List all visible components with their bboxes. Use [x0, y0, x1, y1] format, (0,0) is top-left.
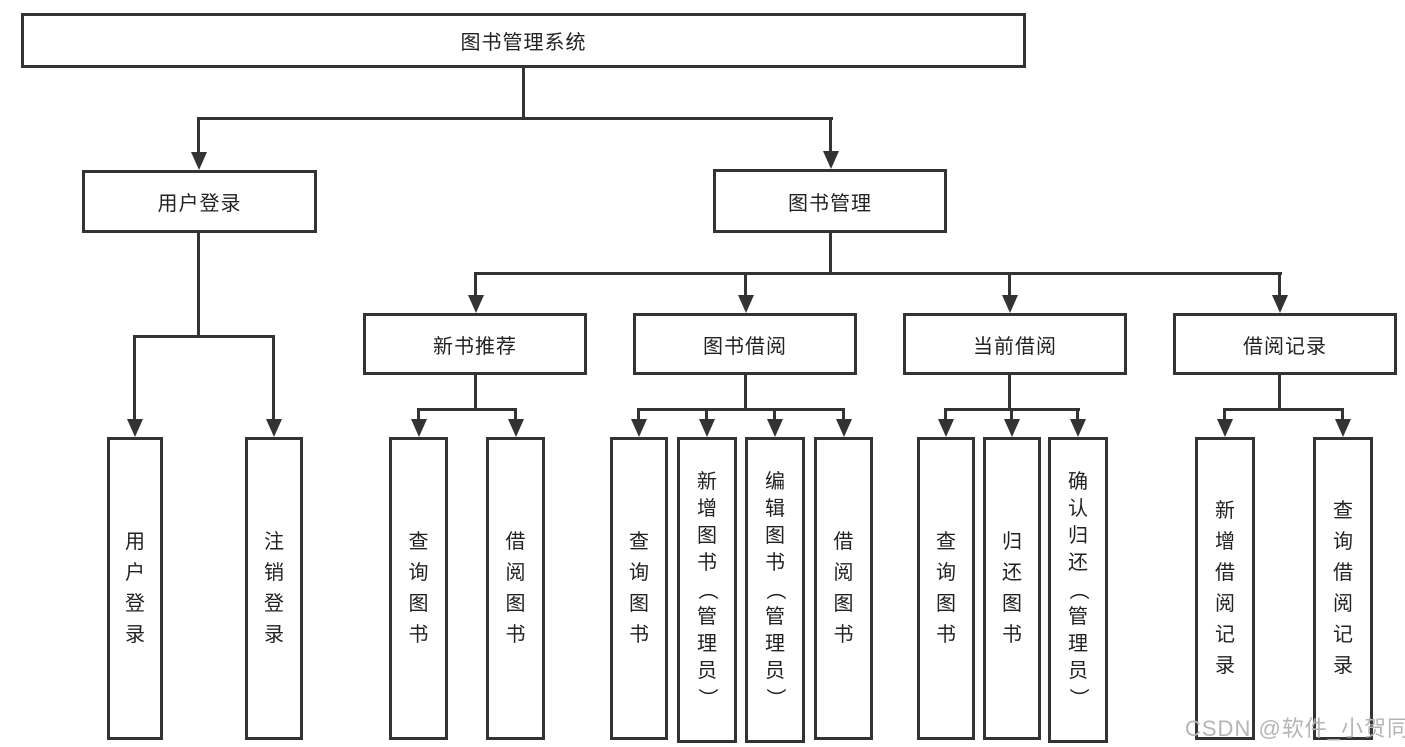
connector-line: [514, 408, 517, 420]
arrow-down-icon: [1004, 419, 1020, 437]
arrow-down-icon: [938, 419, 954, 437]
connector-line: [197, 117, 833, 120]
arrow-down-icon: [127, 419, 143, 437]
connector-line: [197, 233, 200, 335]
arrow-down-icon: [1335, 419, 1351, 437]
connector-line: [744, 272, 747, 296]
connector-line: [1278, 272, 1281, 296]
connector-line: [1223, 408, 1226, 420]
connector-line: [522, 68, 525, 117]
connector-line: [829, 233, 832, 272]
connector-line: [417, 408, 517, 411]
arrow-down-icon: [699, 419, 715, 437]
node-query-borrow-record: 查询借阅记录: [1313, 437, 1373, 740]
node-confirm-return-admin: 确认归还（管理员）: [1048, 437, 1108, 743]
node-logout-action: 注销登录: [245, 437, 303, 740]
connector-line: [944, 408, 947, 420]
arrow-down-icon: [508, 419, 524, 437]
connector-line: [637, 408, 640, 420]
node-user-login-action: 用户登录: [107, 437, 163, 740]
node-edit-book-admin: 编辑图书（管理员）: [745, 437, 805, 743]
arrow-down-icon: [1070, 419, 1086, 437]
connector-line: [1223, 408, 1344, 411]
node-user-login: 用户登录: [82, 170, 317, 233]
connector-line: [1008, 375, 1011, 408]
arrow-down-icon: [1272, 295, 1288, 313]
node-return-book: 归还图书: [983, 437, 1041, 740]
arrow-down-icon: [836, 419, 852, 437]
node-query-book-current: 查询图书: [917, 437, 975, 740]
arrow-down-icon: [191, 152, 207, 170]
connector-line: [1008, 272, 1011, 296]
node-add-book-admin: 新增图书（管理员）: [677, 437, 737, 743]
connector-line: [474, 272, 1282, 275]
node-add-borrow-record: 新增借阅记录: [1195, 437, 1255, 740]
arrow-down-icon: [738, 295, 754, 313]
node-query-book-recommend: 查询图书: [389, 437, 448, 740]
node-borrow-book-action: 借阅图书: [814, 437, 873, 740]
node-book-management: 图书管理: [713, 169, 947, 233]
connector-line: [133, 335, 275, 338]
connector-line: [474, 375, 477, 408]
arrow-down-icon: [1002, 295, 1018, 313]
connector-line: [272, 335, 275, 419]
connector-line: [133, 335, 136, 419]
arrow-down-icon: [411, 419, 427, 437]
arrow-down-icon: [767, 419, 783, 437]
connector-line: [637, 408, 845, 411]
connector-line: [1278, 375, 1281, 408]
arrow-down-icon: [468, 295, 484, 313]
connector-line: [705, 408, 708, 420]
node-query-book-borrow: 查询图书: [610, 437, 668, 740]
node-current-borrow: 当前借阅: [903, 313, 1127, 375]
arrow-down-icon: [631, 419, 647, 437]
arrow-down-icon: [266, 419, 282, 437]
connector-line: [1341, 408, 1344, 420]
arrow-down-icon: [823, 151, 839, 169]
connector-line: [842, 408, 845, 420]
connector-line: [773, 408, 776, 420]
connector-line: [197, 117, 200, 152]
node-book-borrow: 图书借阅: [633, 313, 857, 375]
connector-line: [1010, 408, 1013, 420]
node-borrow-records: 借阅记录: [1173, 313, 1397, 375]
connector-line: [417, 408, 420, 420]
node-new-book-recommend: 新书推荐: [363, 313, 587, 375]
node-library-system: 图书管理系统: [21, 13, 1026, 68]
connector-line: [1076, 408, 1079, 420]
connector-line: [744, 375, 747, 408]
connector-line: [829, 117, 832, 151]
csdn-watermark: CSDN @软件_小贺同学: [1185, 716, 1405, 741]
connector-line: [474, 272, 477, 296]
arrow-down-icon: [1217, 419, 1233, 437]
node-borrow-book-recommend: 借阅图书: [486, 437, 545, 740]
